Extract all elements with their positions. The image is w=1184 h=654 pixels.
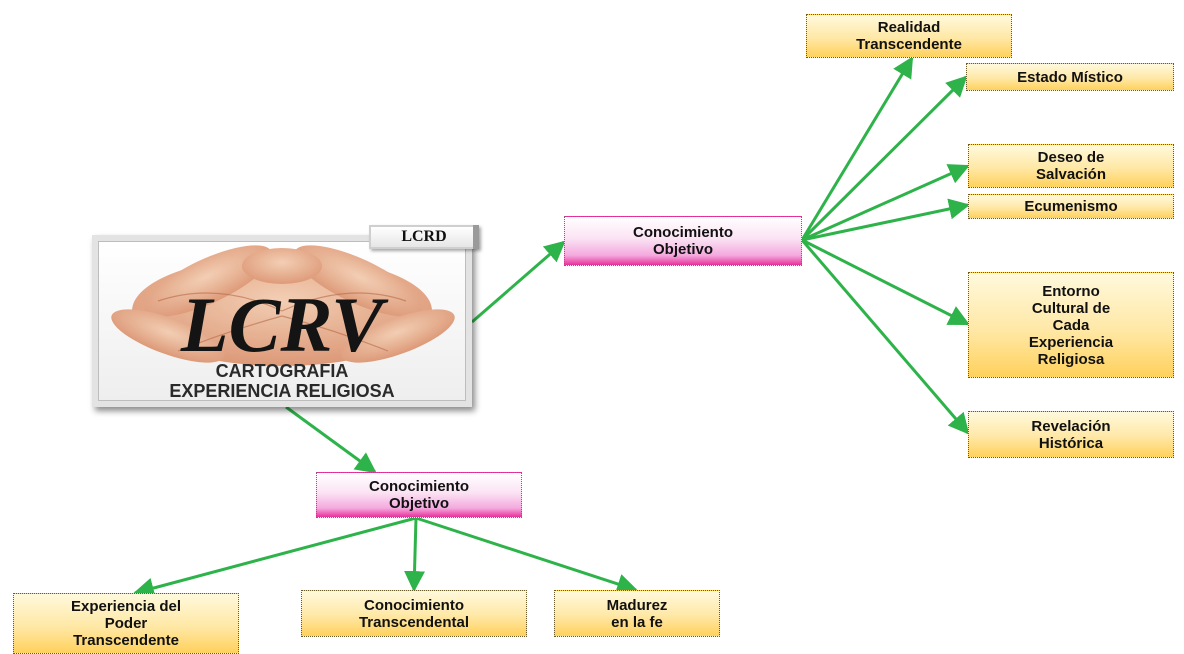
node-ecumenismo: Ecumenismo — [968, 194, 1174, 219]
node-estado-mistico: Estado Místico — [966, 63, 1174, 91]
edge-to-conocimiento-trans — [404, 517, 426, 593]
logo-card: LCRV CARTOGRAFIA EXPERIENCIA RELIGIOSA — [92, 235, 472, 407]
node-realidad-transcendente: Realidad Transcendente — [806, 14, 1012, 58]
edge-to-realidad — [800, 56, 914, 241]
edge-to-estado — [800, 75, 968, 242]
edge-to-revelacion — [800, 239, 970, 435]
logo-badge: LCRD — [369, 225, 479, 249]
hands-circle-image: LCRV — [111, 245, 455, 368]
node-deseo-salvacion: Deseo de Salvación — [968, 144, 1174, 188]
hub-bottom-node: Conocimiento Objetivo — [316, 472, 522, 518]
logo-caption: CARTOGRAFIA EXPERIENCIA RELIGIOSA — [169, 361, 395, 401]
logo-monogram: LCRV — [180, 281, 389, 368]
hub-top-node: Conocimiento Objetivo — [564, 216, 802, 266]
edge-logo-to-hub-top — [471, 240, 566, 324]
node-experiencia-poder: Experiencia del Poder Transcendente — [13, 593, 239, 654]
edge-to-entorno — [801, 238, 970, 326]
node-conocimiento-transcendental: Conocimiento Transcendental — [301, 590, 527, 637]
edge-to-deseo — [801, 164, 970, 242]
edge-to-experiencia — [132, 516, 417, 599]
node-revelacion-historica: Revelación Histórica — [968, 411, 1174, 458]
edge-to-madurez — [415, 516, 638, 595]
edge-to-ecumenismo — [801, 198, 971, 242]
edge-logo-to-hub-bottom — [285, 405, 377, 474]
node-entorno-cultural: Entorno Cultural de Cada Experiencia Rel… — [968, 272, 1174, 378]
node-madurez-fe: Madurez en la fe — [554, 590, 720, 637]
